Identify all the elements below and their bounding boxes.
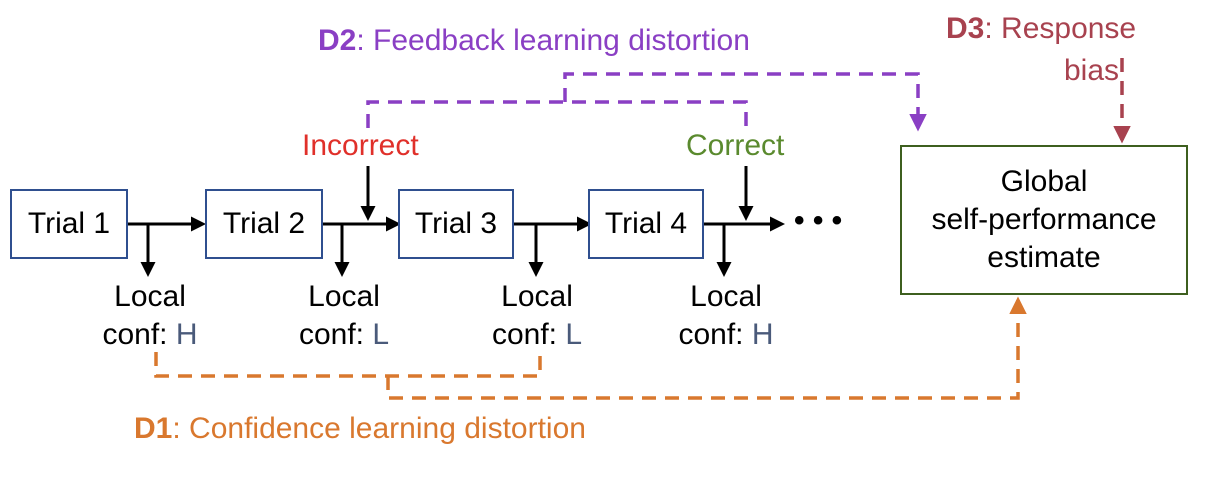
d1-text: : Confidence learning distortion: [172, 412, 586, 445]
global-estimate-box: Global self-performance estimate: [900, 145, 1188, 295]
trial-4-box: Trial 4: [588, 189, 704, 259]
d1-tag: D1: [134, 412, 173, 445]
trial-1-label: Trial 1: [27, 207, 111, 240]
local-conf-4-title: Local: [690, 280, 762, 313]
trial-3-box: Trial 3: [398, 189, 514, 259]
trial-1-box: Trial 1: [10, 189, 128, 259]
local-conf-1-prefix: conf:: [102, 318, 168, 351]
d1-label: D1: Confidence learning distortion: [134, 414, 586, 444]
continuation-dots: • • •: [794, 204, 843, 237]
local-conf-3: Local conf: L: [467, 278, 607, 354]
local-conf-1: Local conf: H: [80, 278, 220, 354]
local-conf-4-level: H: [751, 318, 774, 351]
local-conf-1-title: Local: [114, 280, 186, 313]
d2-label: D2: Feedback learning distortion: [318, 26, 750, 56]
d2-connector: [563, 72, 927, 132]
d2-bracket: [366, 100, 748, 128]
trial-2-label: Trial 2: [222, 207, 306, 240]
local-conf-2-prefix: conf:: [298, 318, 364, 351]
local-conf-2-title: Local: [308, 280, 380, 313]
feedback-correct-label: Correct: [686, 129, 785, 162]
local-conf-1-level: H: [175, 318, 198, 351]
local-conf-3-prefix: conf:: [491, 318, 557, 351]
local-conf-3-title: Local: [501, 280, 573, 313]
d1-bracket: [154, 352, 542, 378]
d3-text: : Response: [984, 12, 1137, 45]
global-estimate-line1: Global: [1000, 165, 1088, 198]
local-conf-2-level: L: [372, 318, 390, 351]
trial-3-label: Trial 3: [414, 207, 498, 240]
d3-label: D3: Response: [946, 14, 1136, 44]
trial-4-label: Trial 4: [604, 207, 688, 240]
local-conf-4-prefix: conf:: [678, 318, 744, 351]
feedback-incorrect-label: Incorrect: [302, 129, 419, 162]
global-estimate-line2: self-performance: [931, 203, 1157, 236]
trial-2-box: Trial 2: [205, 189, 323, 259]
d2-text: : Feedback learning distortion: [356, 24, 750, 57]
local-conf-2: Local conf: L: [274, 278, 414, 354]
global-estimate-line3: estimate: [987, 241, 1101, 274]
local-conf-4: Local conf: H: [656, 278, 796, 354]
d2-tag: D2: [318, 24, 357, 57]
local-conf-3-level: L: [565, 318, 583, 351]
d1-connector: [386, 296, 1027, 400]
d3-label-line2: bias: [1064, 54, 1120, 87]
d3-tag: D3: [946, 12, 985, 45]
